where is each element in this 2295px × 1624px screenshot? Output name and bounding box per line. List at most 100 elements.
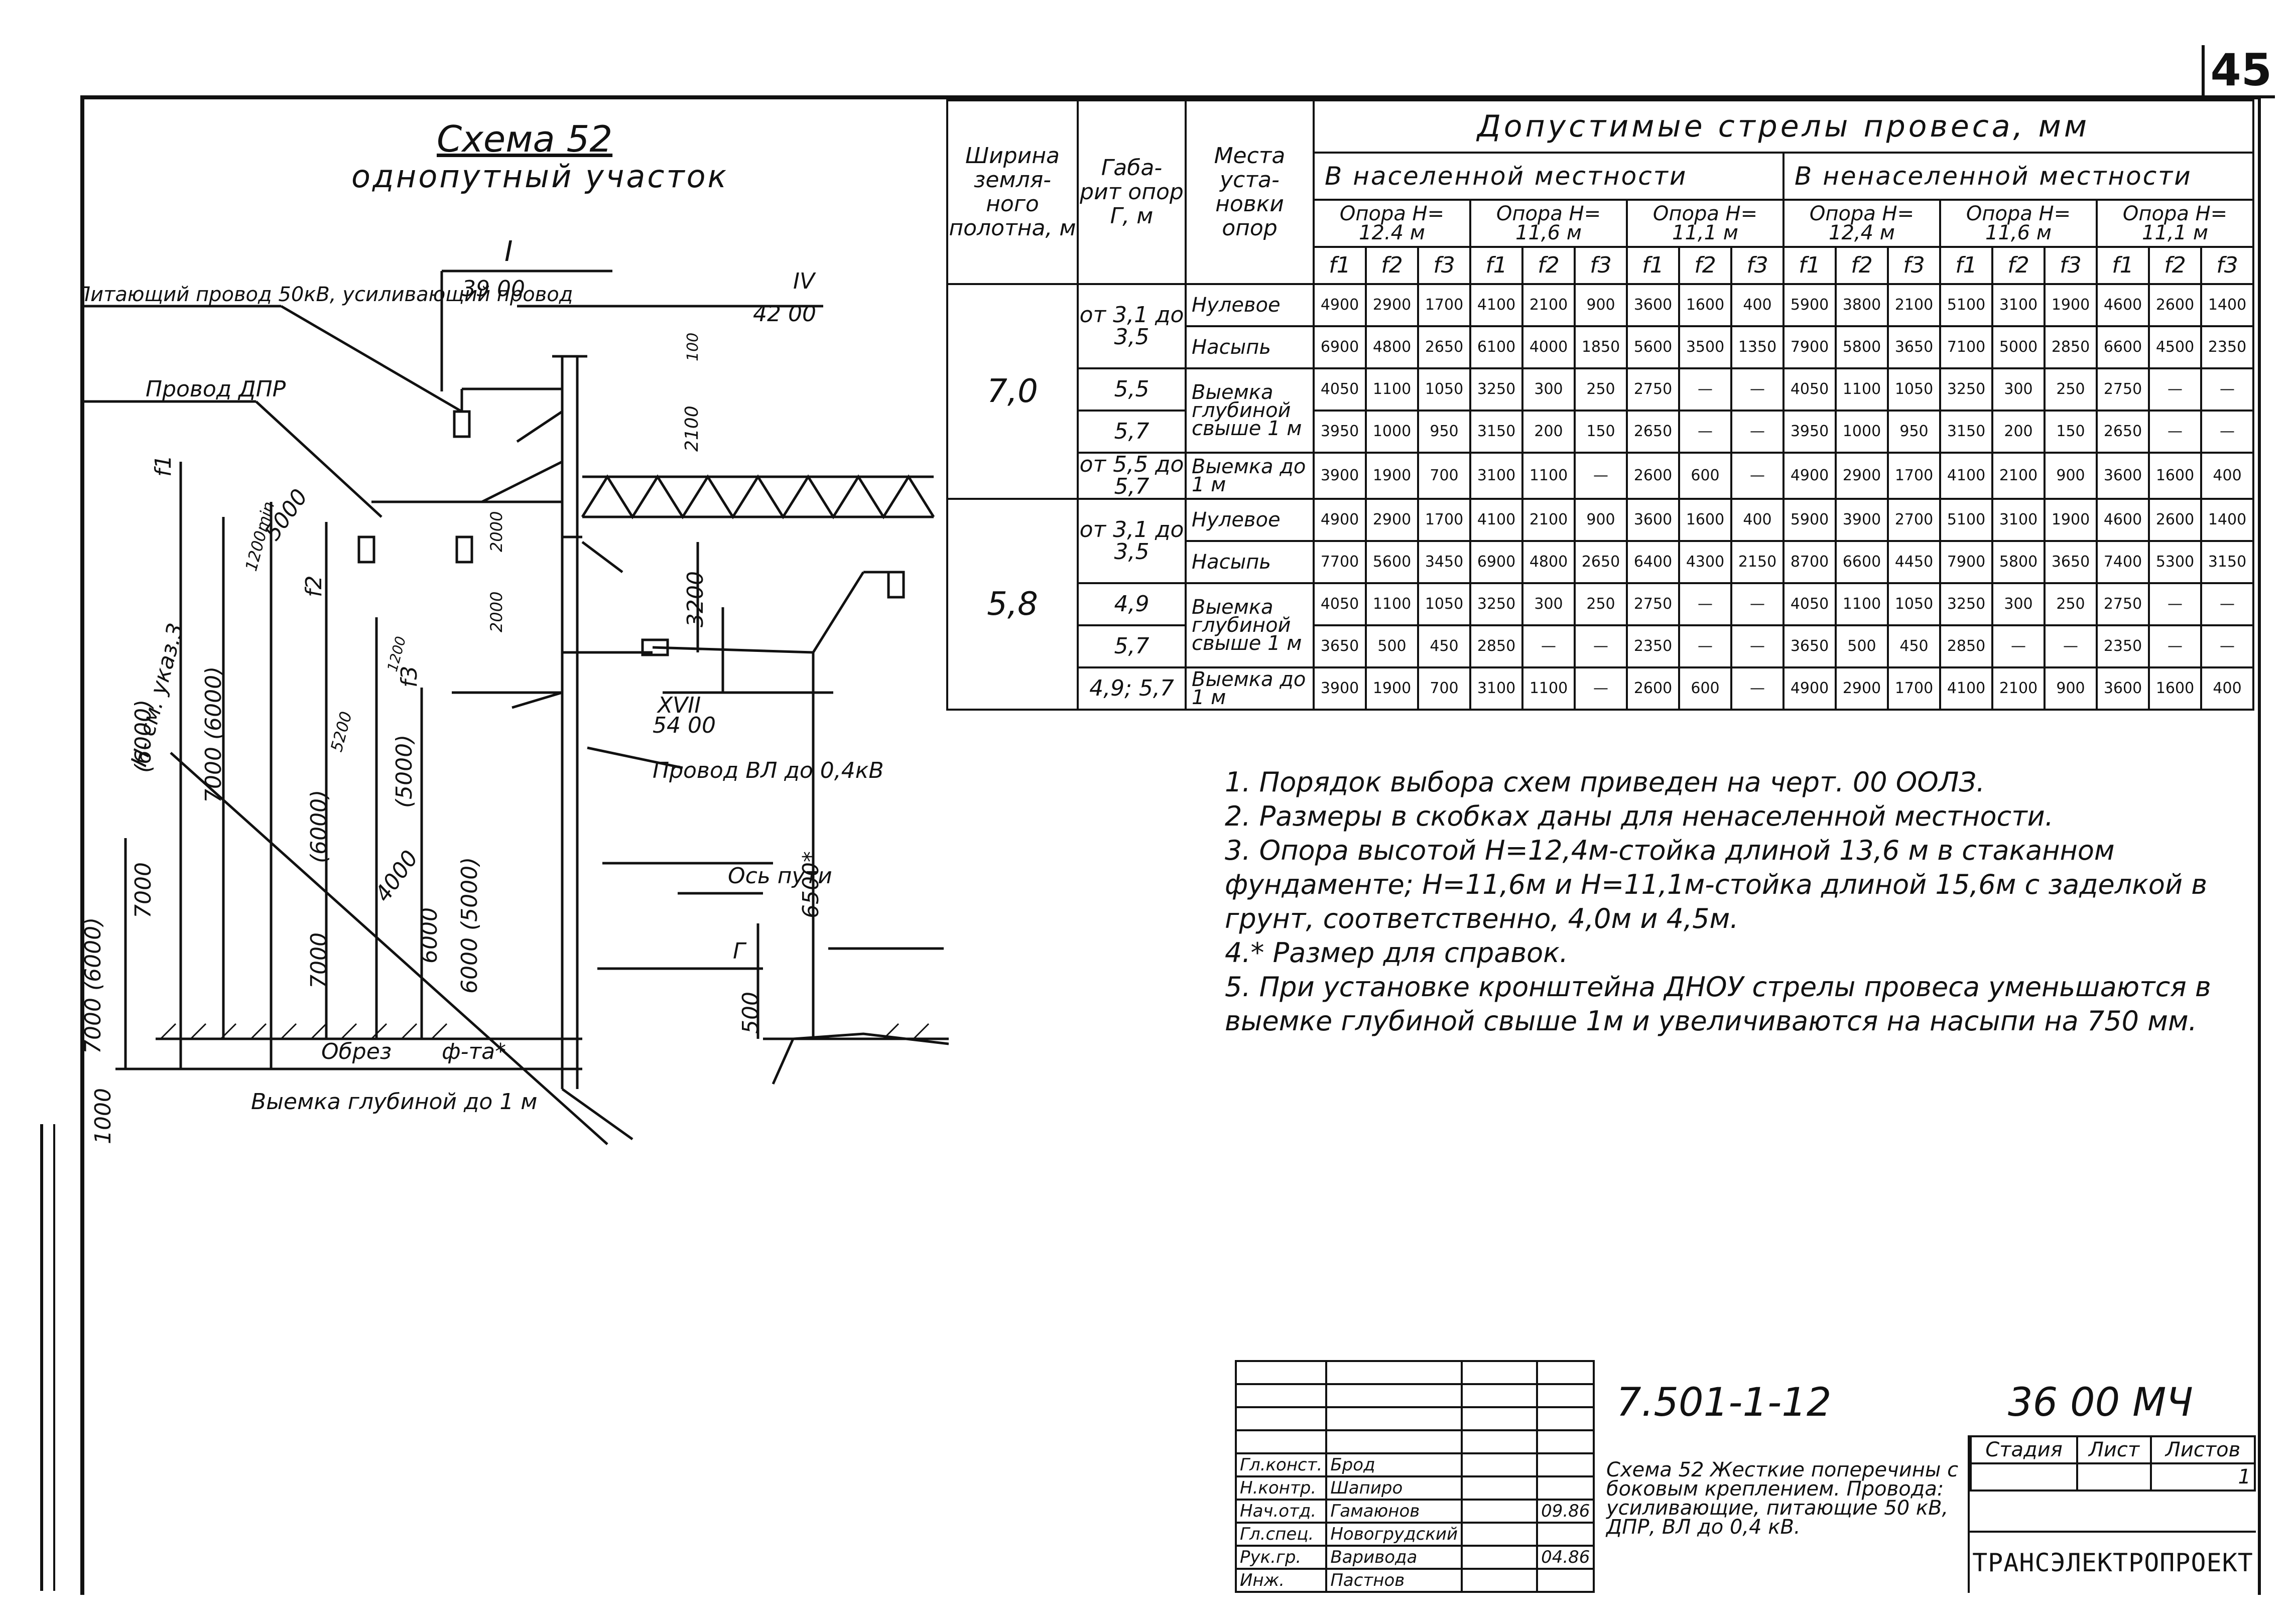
sag-value-cell: 4050 [1313,367,1367,412]
sag-value-cell: 6400 [1626,540,1680,584]
sag-value-cell: 2750 [1626,367,1680,412]
sag-value-cell: 3950 [1313,410,1367,454]
f-header: f3 [1887,246,1941,285]
sag-value-cell: 700 [1417,452,1471,500]
gabarit-cell: 4,9 [1077,582,1187,626]
place-cell: Выемка глубиной свыше 1 м [1185,582,1315,668]
sag-value-cell: 3250 [1469,582,1523,626]
sag-value-cell: 7400 [2096,540,2150,584]
sag-value-cell: 150 [1574,410,1628,454]
sag-value-cell: 4300 [1678,540,1732,584]
sag-value-cell: 4100 [1939,452,1993,500]
label-vl-wire: Провод ВЛ до 0,4кВ [653,758,884,783]
support-header: Опора H= 11,1 м [1626,199,1784,248]
sag-value-cell: — [1730,582,1784,626]
sag-value-cell: 400 [1730,498,1784,542]
sag-value-cell: — [2148,367,2202,412]
sag-value-cell: — [2200,582,2255,626]
col-gabarit-header: Габа- рит опор Г, м [1077,99,1187,285]
sag-value-cell: 1050 [1417,582,1471,626]
sag-value-cell: 4050 [1782,367,1837,412]
sag-value-cell: — [1678,582,1732,626]
sag-value-cell: 1100 [1835,582,1889,626]
sag-value-cell: 2600 [1626,452,1680,500]
label-dim-2100: 2100 [682,405,702,452]
sag-value-cell: 3650 [1782,624,1837,668]
sag-value-cell: 4900 [1313,498,1367,542]
label-dim-4200: 42 00 [753,301,816,327]
sag-value-cell: 1100 [1521,666,1576,711]
note-item: 5. При установке кронштейна ДНОУ стрелы … [1225,971,2211,1037]
signature-role: Гл.спец. [1234,1522,1328,1547]
signature-date [1536,1568,1595,1593]
note-item: 3. Опора высотой H=12,4м-стойка длиной 1… [1225,835,2208,934]
sag-value-cell: 2700 [1887,498,1941,542]
sag-value-cell: — [1678,410,1732,454]
sag-value-cell: — [2200,410,2255,454]
signature-name: Пастнов [1325,1568,1463,1593]
sag-value-cell: 6900 [1313,325,1367,369]
sag-value-cell: 4050 [1313,582,1367,626]
sag-value-cell: 5100 [1939,498,1993,542]
f-header: f3 [1417,246,1471,285]
sag-value-cell: 2850 [1469,624,1523,668]
sag-value-cell: 1600 [1678,498,1732,542]
sag-value-cell: 200 [1521,410,1576,454]
sag-value-cell: 4800 [1365,325,1419,369]
sag-value-cell: 1900 [2044,283,2098,327]
sag-value-cell: 7100 [1939,325,1993,369]
sag-value-cell: 1900 [1365,452,1419,500]
label-dim-1000: 1000 [90,1088,116,1144]
sag-value-cell: 2100 [1991,452,2046,500]
signature-role: Рук.гр. [1234,1545,1328,1570]
sag-value-cell: 300 [1991,367,2046,412]
label-dim-3900: 39 00 [462,276,525,302]
sag-value-cell: 2850 [1939,624,1993,668]
cross-section-drawing: I 39 00 IV 42 00 Питающий провод 50кВ, у… [80,235,949,1145]
sag-table: Ширина земля- ного полотна, м Габа- рит … [946,99,2255,711]
sag-value-cell: 2100 [1521,498,1576,542]
sag-value-cell: — [2044,624,2098,668]
signature-cell [1461,1522,1539,1547]
f-header: f2 [1678,246,1732,285]
sag-value-cell: 7900 [1782,325,1837,369]
sag-value-cell: 1000 [1835,410,1889,454]
sag-value-cell: 4450 [1887,540,1941,584]
label-foundation: ф-та* [442,1039,506,1064]
label-dim-7000-6000-a: 7000 (6000) [80,917,106,1054]
label-dim-G: Г [733,938,747,964]
sag-value-cell: 700 [1417,666,1471,711]
sag-value-cell: 2750 [2096,367,2150,412]
sag-value-cell: 1400 [2200,283,2255,327]
width-cell: 5,8 [946,498,1079,711]
sag-value-cell: 500 [1835,624,1889,668]
sag-value-cell: 3600 [1626,283,1680,327]
f-header: f3 [1574,246,1628,285]
label-dim-5000-paren: (5000) [392,735,417,808]
sheet-code: 36 00 МЧ [2008,1380,2193,1425]
sag-value-cell: 2850 [2044,325,2098,369]
support-header: Опора H= 11,1 м [2095,199,2255,248]
sag-value-cell: 3800 [1835,283,1889,327]
sag-value-cell: 2350 [2200,325,2255,369]
sag-value-cell: 1100 [1521,452,1576,500]
place-cell: Насыпь [1185,540,1315,584]
sag-value-cell: 2750 [1626,582,1680,626]
label-track-axis: Ось пути [728,863,832,889]
sag-value-cell: 900 [1574,283,1628,327]
sag-value-cell: 5900 [1782,283,1837,327]
place-cell: Выемка глубиной свыше 1 м [1185,367,1315,454]
table-main-header: Допустимые стрелы провеса, мм [1312,99,2255,154]
sag-value-cell: 3500 [1678,325,1732,369]
sag-value-cell: 4600 [2096,498,2150,542]
sag-value-cell: 900 [2044,452,2098,500]
sag-value-cell: 3900 [1313,666,1367,711]
sag-value-cell: 3600 [2096,452,2150,500]
sag-value-cell: 4500 [2148,325,2202,369]
signature-date [1536,1452,1595,1477]
sag-value-cell: 8700 [1782,540,1837,584]
